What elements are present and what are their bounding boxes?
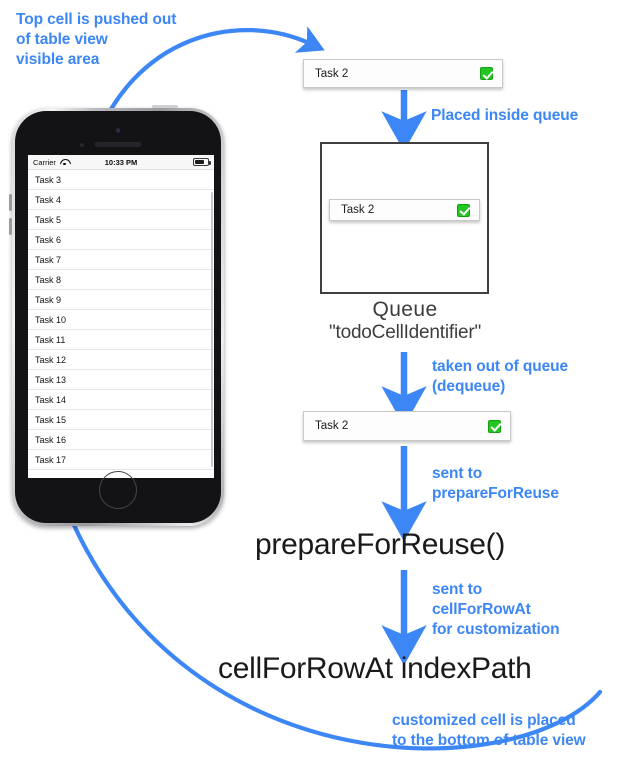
wifi-icon xyxy=(60,159,69,166)
heading-prepare-for-reuse: prepareForReuse() xyxy=(255,528,506,561)
battery-icon xyxy=(193,158,211,166)
table-row[interactable]: Task 15 xyxy=(28,410,214,430)
table-row[interactable]: Task 3 xyxy=(28,170,214,190)
table-row-label: Task 11 xyxy=(35,334,66,345)
table-row-label: Task 9 xyxy=(35,294,62,305)
table-row-label: Task 10 xyxy=(35,314,67,325)
cell-title: Task 2 xyxy=(315,67,349,80)
table-row[interactable]: Task 5 xyxy=(28,210,214,230)
status-time-label: 10:33 PM xyxy=(104,157,138,167)
table-row[interactable]: Task 17 xyxy=(28,450,214,470)
table-row[interactable]: Task 12 xyxy=(28,350,214,370)
front-camera-icon xyxy=(115,128,121,133)
table-row-label: Task 7 xyxy=(35,254,62,265)
table-row[interactable]: Task 8 xyxy=(28,270,214,290)
earpiece-speaker xyxy=(94,142,142,147)
note-sent-to-cellforrowat: sent to cellForRowAt for customization xyxy=(432,581,560,638)
table-row-label: Task 4 xyxy=(35,194,62,205)
table-row-label: Task 6 xyxy=(35,234,62,245)
table-row[interactable]: Task 13 xyxy=(28,370,214,390)
table-row-label: Task 12 xyxy=(35,354,67,365)
table-row[interactable]: Task 7 xyxy=(28,250,214,270)
table-row[interactable]: Task 6 xyxy=(28,230,214,250)
table-row[interactable]: Task 14 xyxy=(28,390,214,410)
table-row-label: Task 8 xyxy=(35,274,62,285)
volume-down-button[interactable] xyxy=(9,218,12,235)
volume-up-button[interactable] xyxy=(9,194,12,211)
checkmark-icon xyxy=(480,67,493,80)
table-row-label: Task 16 xyxy=(35,434,67,445)
table-row-label: Task 3 xyxy=(35,174,62,185)
cell-title: Task 2 xyxy=(315,420,349,432)
note-dequeue: taken out of queue (dequeue) xyxy=(432,358,568,395)
table-row-label: Task 17 xyxy=(35,454,67,465)
table-row-label: Task 13 xyxy=(35,374,67,385)
status-carrier-label: Carrier xyxy=(33,157,56,167)
proximity-sensor xyxy=(80,143,84,147)
table-row[interactable]: Task 16 xyxy=(28,430,214,450)
table-row[interactable]: Task 10 xyxy=(28,310,214,330)
note-customized-cell-placed: customized cell is placed to the bottom … xyxy=(392,712,586,749)
queue-identifier-label: "todoCellIdentifier" xyxy=(328,322,482,343)
queue-name-label: Queue xyxy=(372,298,438,321)
table-row-label: Task 14 xyxy=(35,394,67,405)
checkmark-icon xyxy=(457,203,470,217)
queue-caption: Queue "todoCellIdentifier" xyxy=(300,298,510,344)
table-row-label: Task 15 xyxy=(35,414,67,425)
cell-card-pushed-out: Task 2 xyxy=(303,59,503,88)
home-button[interactable] xyxy=(99,471,137,509)
table-row-label: Task 5 xyxy=(35,214,62,225)
table-view[interactable]: Task 3 Task 4 Task 5 Task 6 Task 7 Task 8 Task… xyxy=(28,170,214,470)
table-scrollbar[interactable] xyxy=(210,192,213,467)
table-row[interactable]: Task 11 xyxy=(28,330,214,350)
cell-card-dequeued: Task 2 xyxy=(303,411,511,441)
status-bar: Carrier 10:33 PM xyxy=(28,155,214,170)
power-button[interactable] xyxy=(152,105,178,108)
heading-cell-for-row-at: cellForRowAt indexPath xyxy=(218,652,532,685)
cell-card-in-queue: Task 2 xyxy=(329,199,480,221)
table-row[interactable]: Task 9 xyxy=(28,290,214,310)
checkmark-icon xyxy=(488,419,501,433)
note-top-cell-pushed-out: Top cell is pushed out of table view vis… xyxy=(16,11,177,68)
note-placed-inside-queue: Placed inside queue xyxy=(431,107,579,124)
table-row[interactable]: Task 4 xyxy=(28,190,214,210)
note-sent-to-preparereuse: sent to prepareForReuse xyxy=(432,465,559,502)
cell-title: Task 2 xyxy=(341,204,375,216)
